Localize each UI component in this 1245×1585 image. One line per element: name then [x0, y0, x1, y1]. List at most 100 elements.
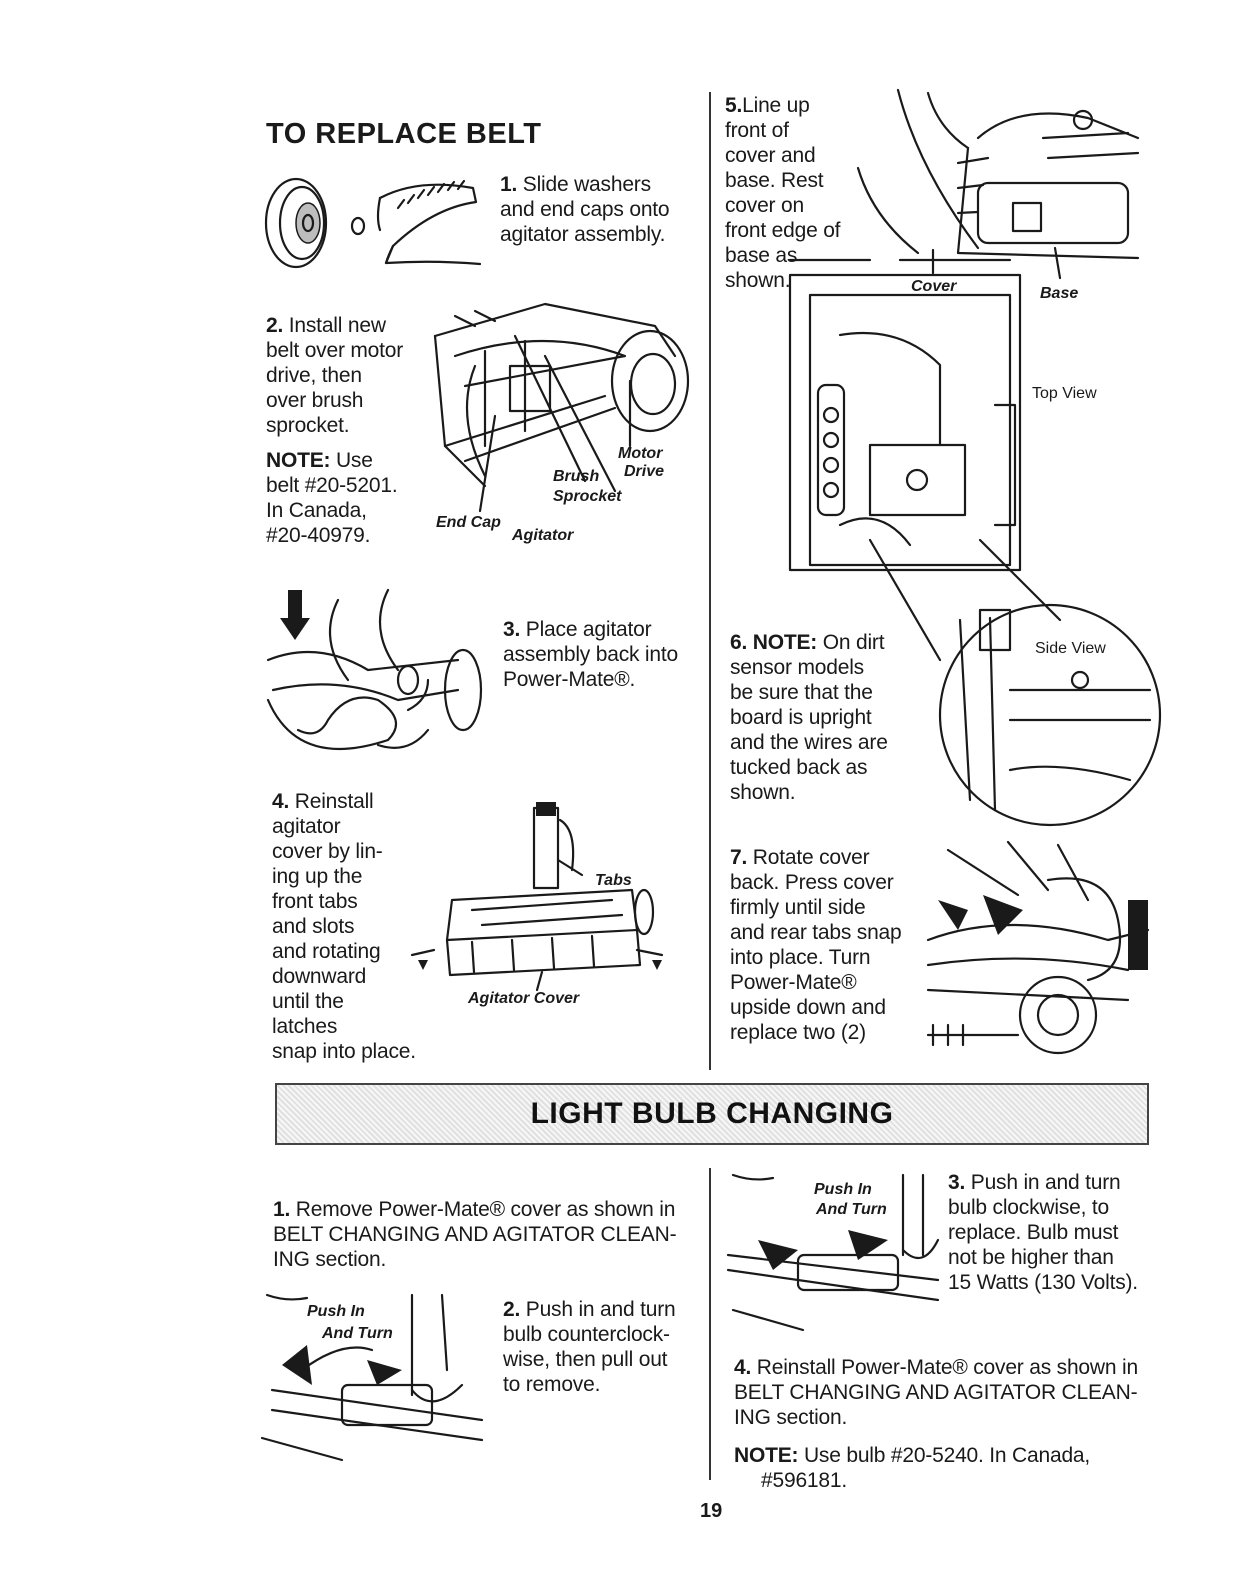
belt-step2-text: 2. Install new belt over motor drive, th… — [266, 313, 403, 438]
text-line: Reinstall Power-Mate® cover as shown in — [756, 1356, 1138, 1379]
text-line: Remove Power-Mate® cover as shown in — [295, 1198, 676, 1221]
belt-step4-text: 4. Reinstall agitator cover by lin- ing … — [272, 789, 416, 1064]
text-line: Use bulb #20-5240. In Canada, — [803, 1444, 1091, 1467]
text-line: upside down and — [730, 996, 886, 1019]
washers-end-caps-illustration — [264, 177, 482, 269]
text-line: tucked back as — [730, 756, 868, 779]
step-number: 2. — [503, 1298, 521, 1321]
step-number: 5. — [725, 94, 743, 117]
text-line: sprocket. — [266, 414, 350, 437]
note-label: NOTE: — [266, 449, 331, 472]
belt-step1-text: 1. Slide washers and end caps onto agita… — [500, 172, 670, 247]
bulb-step2-text: 2. Push in and turn bulb counterclock- w… — [503, 1297, 676, 1397]
step-number: 4. — [734, 1356, 752, 1379]
text-line: and rotating — [272, 940, 381, 963]
text-line: #596181. — [761, 1469, 847, 1492]
label-sprocket: Sprocket — [553, 488, 622, 505]
text-line: base as — [725, 244, 798, 267]
text-line: Use — [335, 449, 373, 472]
text-line: front edge of — [725, 219, 841, 242]
text-line: not be higher than — [948, 1246, 1114, 1269]
text-line: belt over motor — [266, 339, 404, 362]
label-brush: Brush — [553, 468, 600, 485]
banner-title: LIGHT BULB CHANGING — [530, 1097, 894, 1130]
page-number: 19 — [700, 1500, 723, 1522]
step-number: 1. — [500, 173, 518, 196]
text-line: On dirt — [822, 631, 885, 654]
note-label: NOTE: — [752, 631, 818, 654]
page-title: TO REPLACE BELT — [266, 118, 542, 150]
belt-step3-text: 3. Place agitator assembly back into Pow… — [503, 617, 678, 692]
belt-step6-text: 6. NOTE: On dirt sensor models be sure t… — [730, 630, 888, 805]
step-number: 1. — [273, 1198, 291, 1221]
rotate-cover-illustration — [926, 840, 1150, 1055]
text-line: Line up — [742, 94, 810, 117]
step-number: 7. — [730, 846, 748, 869]
text-line: 15 Watts (130 Volts). — [948, 1271, 1138, 1294]
step-number: 3. — [948, 1171, 966, 1194]
note-label: NOTE: — [734, 1444, 799, 1467]
label-agitator: Agitator — [512, 527, 574, 544]
text-line: replace two (2) — [730, 1021, 866, 1044]
text-line: BELT CHANGING AND AGITATOR CLEAN- — [734, 1381, 1138, 1404]
text-line: cover and — [725, 144, 816, 167]
text-line: bulb counterclock- — [503, 1323, 670, 1346]
text-line: and rear tabs snap — [730, 921, 902, 944]
text-line: Power-Mate®. — [503, 668, 636, 691]
label-tabs: Tabs — [595, 872, 632, 889]
text-line: Place agitator — [525, 618, 652, 641]
column-divider-top — [709, 92, 711, 1070]
label-base: Base — [1040, 285, 1079, 302]
text-line: In Canada, — [266, 499, 367, 522]
belt-step7-text: 7. Rotate cover back. Press cover firmly… — [730, 845, 902, 1045]
step-number: 4. — [272, 790, 290, 813]
text-line: Push in and turn — [970, 1171, 1121, 1194]
belt-note-text: NOTE: Use belt #20-5201. In Canada, #20-… — [266, 448, 398, 548]
label-push-in: Push In — [307, 1303, 365, 1320]
text-line: Push in and turn — [525, 1298, 676, 1321]
text-line: replace. Bulb must — [948, 1221, 1119, 1244]
agitator-cover-illustration — [410, 802, 664, 992]
text-line: firmly until side — [730, 896, 866, 919]
text-line: board is upright — [730, 706, 872, 729]
bulb-step4-text: 4. Reinstall Power-Mate® cover as shown … — [734, 1355, 1138, 1430]
text-line: belt #20-5201. — [266, 474, 398, 497]
text-line: ING section. — [273, 1248, 387, 1271]
text-line: downward — [272, 965, 367, 988]
bulb-step1-text: 1. Remove Power-Mate® cover as shown in … — [273, 1197, 677, 1272]
belt-install-illustration — [433, 302, 690, 513]
text-line: to remove. — [503, 1373, 601, 1396]
text-line: snap into place. — [272, 1040, 416, 1063]
step-number: 2. — [266, 314, 284, 337]
column-divider-bottom — [709, 1168, 711, 1480]
text-line: until the — [272, 990, 344, 1013]
place-agitator-illustration — [266, 588, 483, 751]
text-line: BELT CHANGING AND AGITATOR CLEAN- — [273, 1223, 677, 1246]
text-line: Slide washers — [522, 173, 651, 196]
text-line: drive, then — [266, 364, 362, 387]
text-line: bulb clockwise, to — [948, 1196, 1109, 1219]
text-line: and end caps onto — [500, 198, 670, 221]
text-line: assembly back into — [503, 643, 678, 666]
text-line: and slots — [272, 915, 355, 938]
label-agitator-cover: Agitator Cover — [468, 990, 580, 1007]
text-line: shown. — [725, 269, 791, 292]
text-line: front of — [725, 119, 789, 142]
label-top-view: Top View — [1032, 385, 1097, 402]
text-line: Rotate cover — [752, 846, 870, 869]
text-line: agitator assembly. — [500, 223, 666, 246]
cover-base-illustration — [856, 88, 1140, 280]
text-line: sensor models — [730, 656, 864, 679]
label-and-turn: And Turn — [816, 1201, 887, 1218]
bulb-step3-text: 3. Push in and turn bulb clockwise, to r… — [948, 1170, 1138, 1295]
text-line: wise, then pull out — [503, 1348, 668, 1371]
label-drive: Drive — [624, 463, 665, 480]
text-line: Power-Mate® — [730, 971, 857, 994]
text-line: agitator — [272, 815, 341, 838]
text-line: ING section. — [734, 1406, 848, 1429]
bulb-remove-illustration — [260, 1293, 484, 1462]
bulb-note-text: NOTE: Use bulb #20-5240. In Canada, #596… — [734, 1443, 1090, 1493]
bulb-replace-illustration — [726, 1173, 940, 1332]
text-line: and the wires are — [730, 731, 888, 754]
light-bulb-changing-banner: LIGHT BULB CHANGING — [275, 1083, 1149, 1145]
